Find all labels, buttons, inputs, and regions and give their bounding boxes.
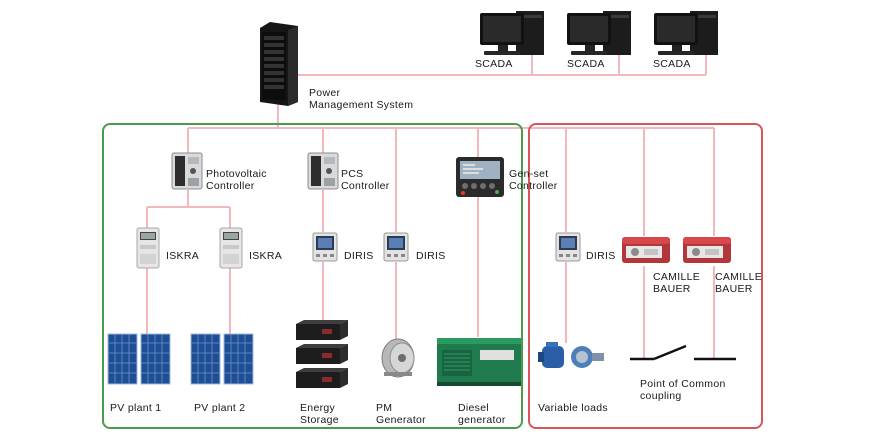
iskra-meter-icon xyxy=(219,227,243,269)
pv-controller-label: Photovoltaic Controller xyxy=(206,168,267,192)
camille-label-1: CAMILLE BAUER xyxy=(653,271,701,295)
solar-panel-icon xyxy=(190,333,254,385)
pv-controller-icon xyxy=(171,152,203,190)
camille-label-2: CAMILLE BAUER xyxy=(715,271,763,295)
pm-generator-icon xyxy=(381,338,415,378)
pm-generator-label: PM Generator xyxy=(376,402,426,426)
solar-panel-icon xyxy=(107,333,171,385)
scada-workstation-icon xyxy=(654,11,718,55)
pcs-controller-label: PCS Controller xyxy=(341,168,390,192)
diesel-generator-icon xyxy=(437,338,521,386)
iskra-label-1: ISKRA xyxy=(166,250,200,262)
scada-label-2: SCADA xyxy=(567,58,605,70)
red-zone-box xyxy=(528,123,763,429)
pcc-label: Point of Common coupling xyxy=(640,378,726,402)
switch-icon xyxy=(630,344,736,361)
energy-storage-label: Energy Storage xyxy=(300,402,339,426)
iskra-meter-icon xyxy=(136,227,160,269)
pms-label: Power Management System xyxy=(309,87,414,111)
camille-bauer-transducer-icon xyxy=(683,237,731,263)
pv-plant-2-label: PV plant 2 xyxy=(194,402,246,414)
diesel-generator-label: Diesel generator xyxy=(458,402,506,426)
camille-bauer-transducer-icon xyxy=(622,237,670,263)
genset-controller-label: Gen-set Controller xyxy=(509,168,558,192)
electric-motor-icon xyxy=(538,342,604,368)
battery-storage-icon xyxy=(296,320,348,388)
diris-label-3: DIRIS xyxy=(586,250,616,262)
diris-meter-icon xyxy=(312,232,338,262)
genset-controller-icon xyxy=(456,157,504,197)
green-zone-box xyxy=(102,123,523,429)
diris-label-1: DIRIS xyxy=(344,250,374,262)
server-icon xyxy=(260,22,298,106)
iskra-label-2: ISKRA xyxy=(249,250,283,262)
scada-label-3: SCADA xyxy=(653,58,691,70)
pv-plant-1-label: PV plant 1 xyxy=(110,402,162,414)
diris-meter-icon xyxy=(555,232,581,262)
diris-meter-icon xyxy=(383,232,409,262)
scada-workstation-icon xyxy=(480,11,544,55)
scada-workstation-icon xyxy=(567,11,631,55)
diris-label-2: DIRIS xyxy=(416,250,446,262)
scada-label-1: SCADA xyxy=(475,58,513,70)
variable-loads-label: Variable loads xyxy=(538,402,608,414)
pcs-controller-icon xyxy=(307,152,339,190)
